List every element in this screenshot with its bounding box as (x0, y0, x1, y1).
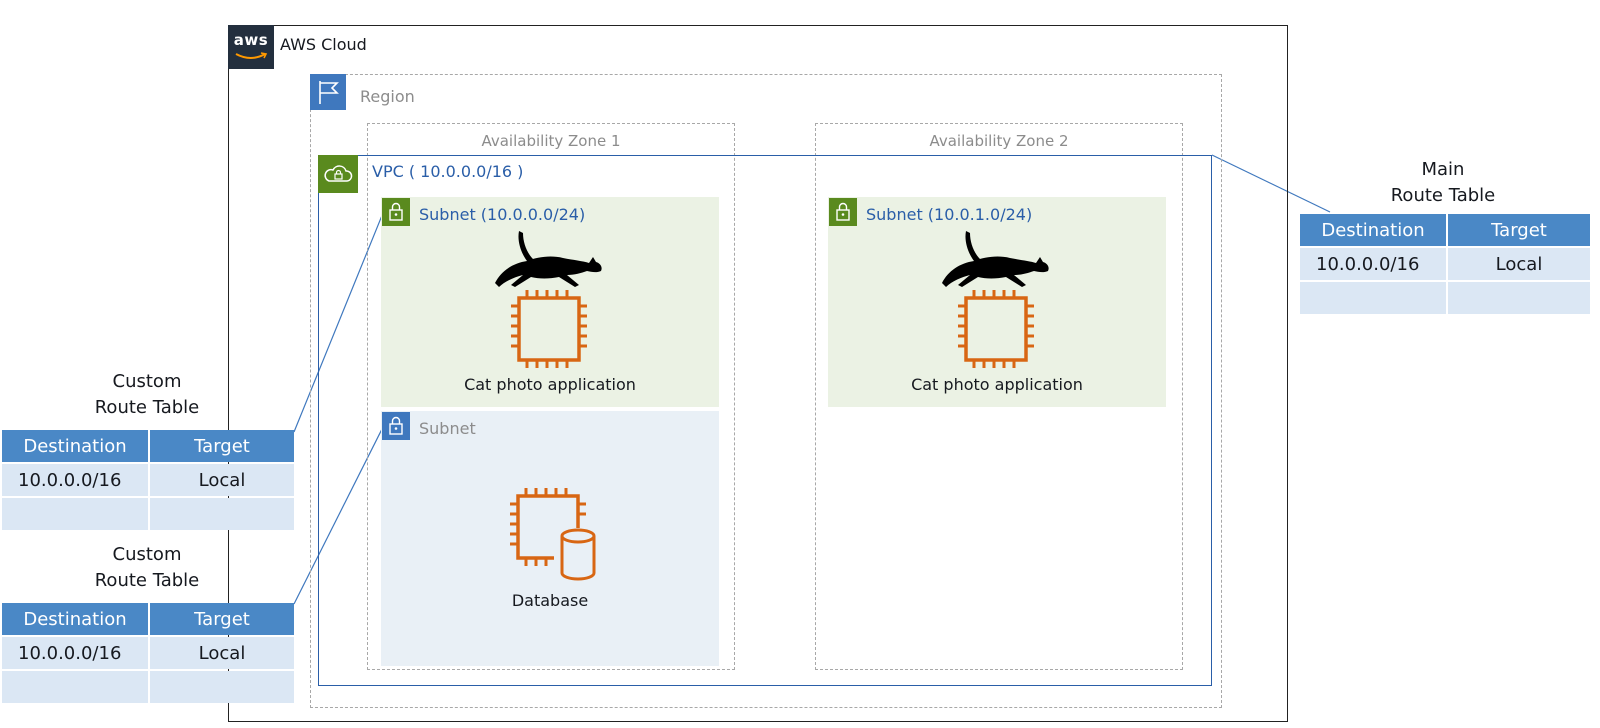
az2-label: Availability Zone 2 (929, 132, 1069, 150)
custom2-rt-title-line2: Route Table (94, 570, 200, 591)
aws-logo-icon: aws (228, 25, 274, 69)
custom2-rt-title-line1: Custom (112, 544, 182, 565)
cell-target: Local (150, 464, 294, 496)
cell-destination (2, 671, 148, 703)
cell-target: Local (1448, 248, 1590, 280)
main-route-table-title: Main Route Table (1298, 157, 1588, 209)
table-header-row: Destination Target (2, 603, 294, 635)
cat-icon (942, 231, 1049, 287)
table-row (1300, 282, 1590, 314)
custom1-rt-title-line2: Route Table (94, 397, 200, 418)
custom-route-table-2-title: Custom Route Table (0, 542, 294, 594)
region-group (310, 74, 1222, 708)
header-destination: Destination (2, 603, 148, 635)
vpc-cloud-lock-icon (318, 155, 358, 193)
public-subnet-az1: Subnet (10.0.0.0/24) Cat photo applicati… (381, 197, 719, 407)
header-target: Target (150, 430, 294, 462)
subnet3-label: Subnet (10.0.1.0/24) (866, 205, 1033, 224)
aws-logo-text: aws (233, 31, 269, 49)
custom1-rt-title-line1: Custom (112, 371, 182, 392)
subnet1-app-label: Cat photo application (464, 375, 636, 394)
main-route-table: Destination Target 10.0.0.0/16 Local (1298, 212, 1592, 316)
cell-target (150, 671, 294, 703)
table-row: 10.0.0.0/16 Local (1300, 248, 1590, 280)
cell-destination (1300, 282, 1446, 314)
connector-custom-rt-1 (293, 212, 384, 433)
cell-destination: 10.0.0.0/16 (1300, 248, 1446, 280)
cell-target: Local (150, 637, 294, 669)
custom-route-table-1: Destination Target 10.0.0.0/16 Local (0, 428, 296, 532)
vpc-group (318, 155, 1212, 686)
table-header-row: Destination Target (2, 430, 294, 462)
cell-target (150, 498, 294, 530)
availability-zone-1: Availability Zone 1 (367, 123, 735, 670)
region-flag-icon (310, 74, 346, 110)
cell-destination: 10.0.0.0/16 (2, 637, 148, 669)
database-instance-icon (510, 488, 596, 581)
custom-route-table-1-title: Custom Route Table (0, 369, 294, 421)
public-subnet-az2: Subnet (10.0.1.0/24) Cat photo applicati… (828, 197, 1166, 407)
subnet1-label: Subnet (10.0.0.0/24) (419, 205, 586, 224)
table-row (2, 671, 294, 703)
availability-zone-2: Availability Zone 2 (815, 123, 1183, 670)
subnet3-app-label: Cat photo application (911, 375, 1083, 394)
cell-target (1448, 282, 1590, 314)
subnet-lock-icon (382, 412, 410, 440)
table-row: 10.0.0.0/16 Local (2, 637, 294, 669)
header-target: Target (150, 603, 294, 635)
cell-destination (2, 498, 148, 530)
custom-route-table-2: Destination Target 10.0.0.0/16 Local (0, 601, 296, 705)
subnet2-app-label: Database (511, 591, 589, 610)
subnet-lock-icon (829, 198, 857, 226)
main-rt-title-line1: Main (1421, 159, 1465, 180)
aws-cloud-label: AWS Cloud (280, 35, 367, 54)
ec2-instance-icon (958, 290, 1034, 368)
cell-destination: 10.0.0.0/16 (2, 464, 148, 496)
vpc-label: VPC ( 10.0.0.0/16 ) (372, 162, 524, 181)
header-destination: Destination (2, 430, 148, 462)
subnet2-label: Subnet (419, 419, 476, 438)
cat-icon (495, 231, 602, 287)
aws-cloud-group (228, 25, 1288, 722)
connector-main-rt (1211, 154, 1331, 213)
header-target: Target (1448, 214, 1590, 246)
table-row: 10.0.0.0/16 Local (2, 464, 294, 496)
table-header-row: Destination Target (1300, 214, 1590, 246)
table-row (2, 498, 294, 530)
header-destination: Destination (1300, 214, 1446, 246)
main-rt-title-line2: Route Table (1390, 185, 1496, 206)
region-label: Region (360, 87, 415, 106)
ec2-instance-icon (511, 290, 587, 368)
az1-label: Availability Zone 1 (481, 132, 621, 150)
private-subnet-az1: Subnet Database (381, 411, 719, 666)
subnet-lock-icon (382, 198, 410, 226)
connector-custom-rt-2 (293, 426, 384, 605)
